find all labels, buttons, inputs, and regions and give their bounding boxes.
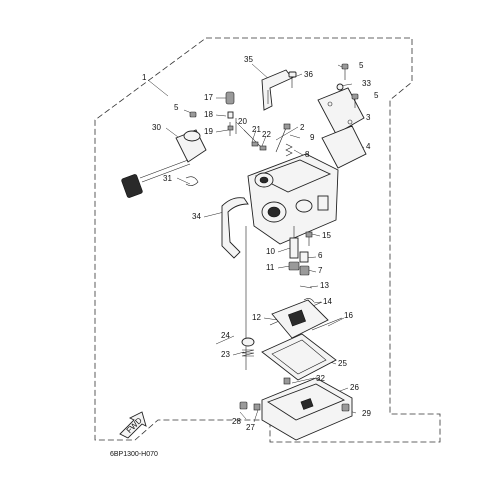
- pilot-screw-parts: [243, 129, 267, 151]
- callout-15: 15: [322, 231, 331, 240]
- float-chamber: [261, 377, 353, 441]
- callout-9: 9: [310, 133, 315, 142]
- callout-24: 24: [221, 331, 230, 340]
- callout-27: 27: [246, 423, 255, 432]
- gasket-plate: [321, 125, 367, 169]
- solenoid-part: [121, 129, 207, 198]
- screw-part: [189, 63, 359, 118]
- callout-29: 29: [362, 409, 371, 418]
- callout-36: 36: [304, 70, 313, 79]
- callout-34: 34: [192, 212, 201, 221]
- screw-part: [299, 231, 313, 276]
- callout-5b: 5: [374, 91, 379, 100]
- float-part: [271, 299, 329, 339]
- callout-8: 8: [305, 150, 310, 159]
- callout-1: 1: [142, 73, 147, 82]
- bracket-part: [261, 69, 293, 111]
- callout-20: 20: [238, 117, 247, 126]
- pin-part: [311, 317, 343, 331]
- assembly-outline: [94, 37, 441, 443]
- screw-part: [239, 401, 350, 412]
- callout-5c: 5: [174, 103, 179, 112]
- throttle-screw-parts: [275, 123, 293, 157]
- callout-2: 2: [300, 123, 305, 132]
- callout-33: 33: [362, 79, 371, 88]
- screw-part: [283, 377, 291, 385]
- callout-31: 31: [163, 174, 172, 183]
- callout-32: 32: [316, 374, 325, 383]
- callout-23: 23: [221, 350, 230, 359]
- washer-part: [336, 83, 344, 91]
- cover-plate: [317, 87, 365, 135]
- callout-7: 7: [318, 266, 323, 275]
- callout-14: 14: [323, 297, 332, 306]
- screw-part: [288, 71, 297, 88]
- needle-valve-parts: [299, 285, 315, 303]
- callout-30: 30: [152, 123, 161, 132]
- callout-12: 12: [252, 313, 261, 322]
- callout-25: 25: [338, 359, 347, 368]
- callout-labels: 1 2 3 4 5 5 5 6 7 8 9 10 11 12 13 14 15 …: [142, 55, 379, 432]
- callout-4: 4: [366, 142, 371, 151]
- callout-21: 21: [252, 125, 261, 134]
- callout-28: 28: [232, 417, 241, 426]
- callout-19: 19: [204, 127, 213, 136]
- callout-3: 3: [366, 113, 371, 122]
- main-jet-parts: [288, 226, 300, 271]
- callout-6: 6: [318, 251, 323, 260]
- hose-part: [221, 197, 249, 259]
- jet-parts: [225, 91, 235, 136]
- float-chamber-gasket: [261, 333, 337, 381]
- diagram-code: 6BP1300-H070: [110, 451, 158, 458]
- callout-26: 26: [350, 383, 359, 392]
- clip-part: [185, 176, 199, 186]
- callout-35: 35: [244, 55, 253, 64]
- carburetor-body: [247, 153, 339, 245]
- callout-17: 17: [204, 93, 213, 102]
- callout-22: 22: [262, 130, 271, 139]
- callout-10: 10: [266, 247, 275, 256]
- callout-16: 16: [344, 311, 353, 320]
- drain-plug-parts: [241, 337, 255, 357]
- callout-11: 11: [266, 263, 275, 272]
- callout-5a: 5: [359, 61, 364, 70]
- callout-13: 13: [320, 281, 329, 290]
- callout-18: 18: [204, 110, 213, 119]
